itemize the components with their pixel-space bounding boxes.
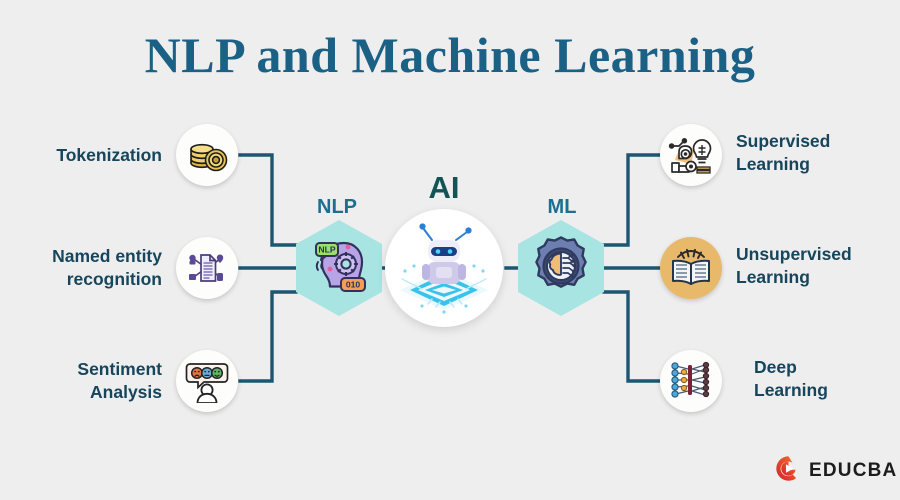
right-item-label-supervised-learning: Supervised Learning (736, 131, 831, 174)
right-item-label-deep-learning: Deep Learning (754, 357, 828, 400)
educba-logo[interactable]: EDUCBA (775, 455, 897, 487)
left-item-label-tokenization: Tokenization (56, 145, 162, 165)
ai-robot-chip-icon (392, 214, 496, 323)
coin-stack-icon[interactable] (176, 124, 238, 186)
svg-text:NLP: NLP (318, 244, 335, 254)
ai-node[interactable] (385, 209, 503, 327)
ai-node-caption: AI (428, 170, 460, 205)
educba-e-play-icon (775, 455, 802, 487)
left-item-label-sentiment-analysis: Sentiment Analysis (77, 359, 162, 402)
ml-node-caption: ML (547, 196, 577, 218)
neural-network-icon[interactable] (660, 350, 722, 412)
page-title: NLP and Machine Learning (144, 27, 756, 83)
nlp-node[interactable]: NLP 010 (296, 220, 382, 316)
educba-wordmark: EDUCBA (809, 460, 898, 481)
left-item-label-named-entity-recognition: Named entity recognition (52, 246, 162, 289)
person-emoji-faces-icon[interactable] (176, 350, 238, 412)
document-entities-icon[interactable] (176, 237, 238, 299)
nlp-head-gear-icon: NLP 010 (308, 237, 370, 300)
nlp-node-caption: NLP (317, 196, 357, 218)
ml-node[interactable] (518, 220, 604, 316)
right-item-label-unsupervised-learning: Unsupervised Learning (736, 244, 852, 287)
open-book-icon[interactable] (660, 237, 722, 299)
ml-gear-brain-icon (530, 235, 592, 302)
svg-text:010: 010 (346, 279, 361, 289)
robot-lightbulb-icon[interactable] (660, 124, 722, 186)
